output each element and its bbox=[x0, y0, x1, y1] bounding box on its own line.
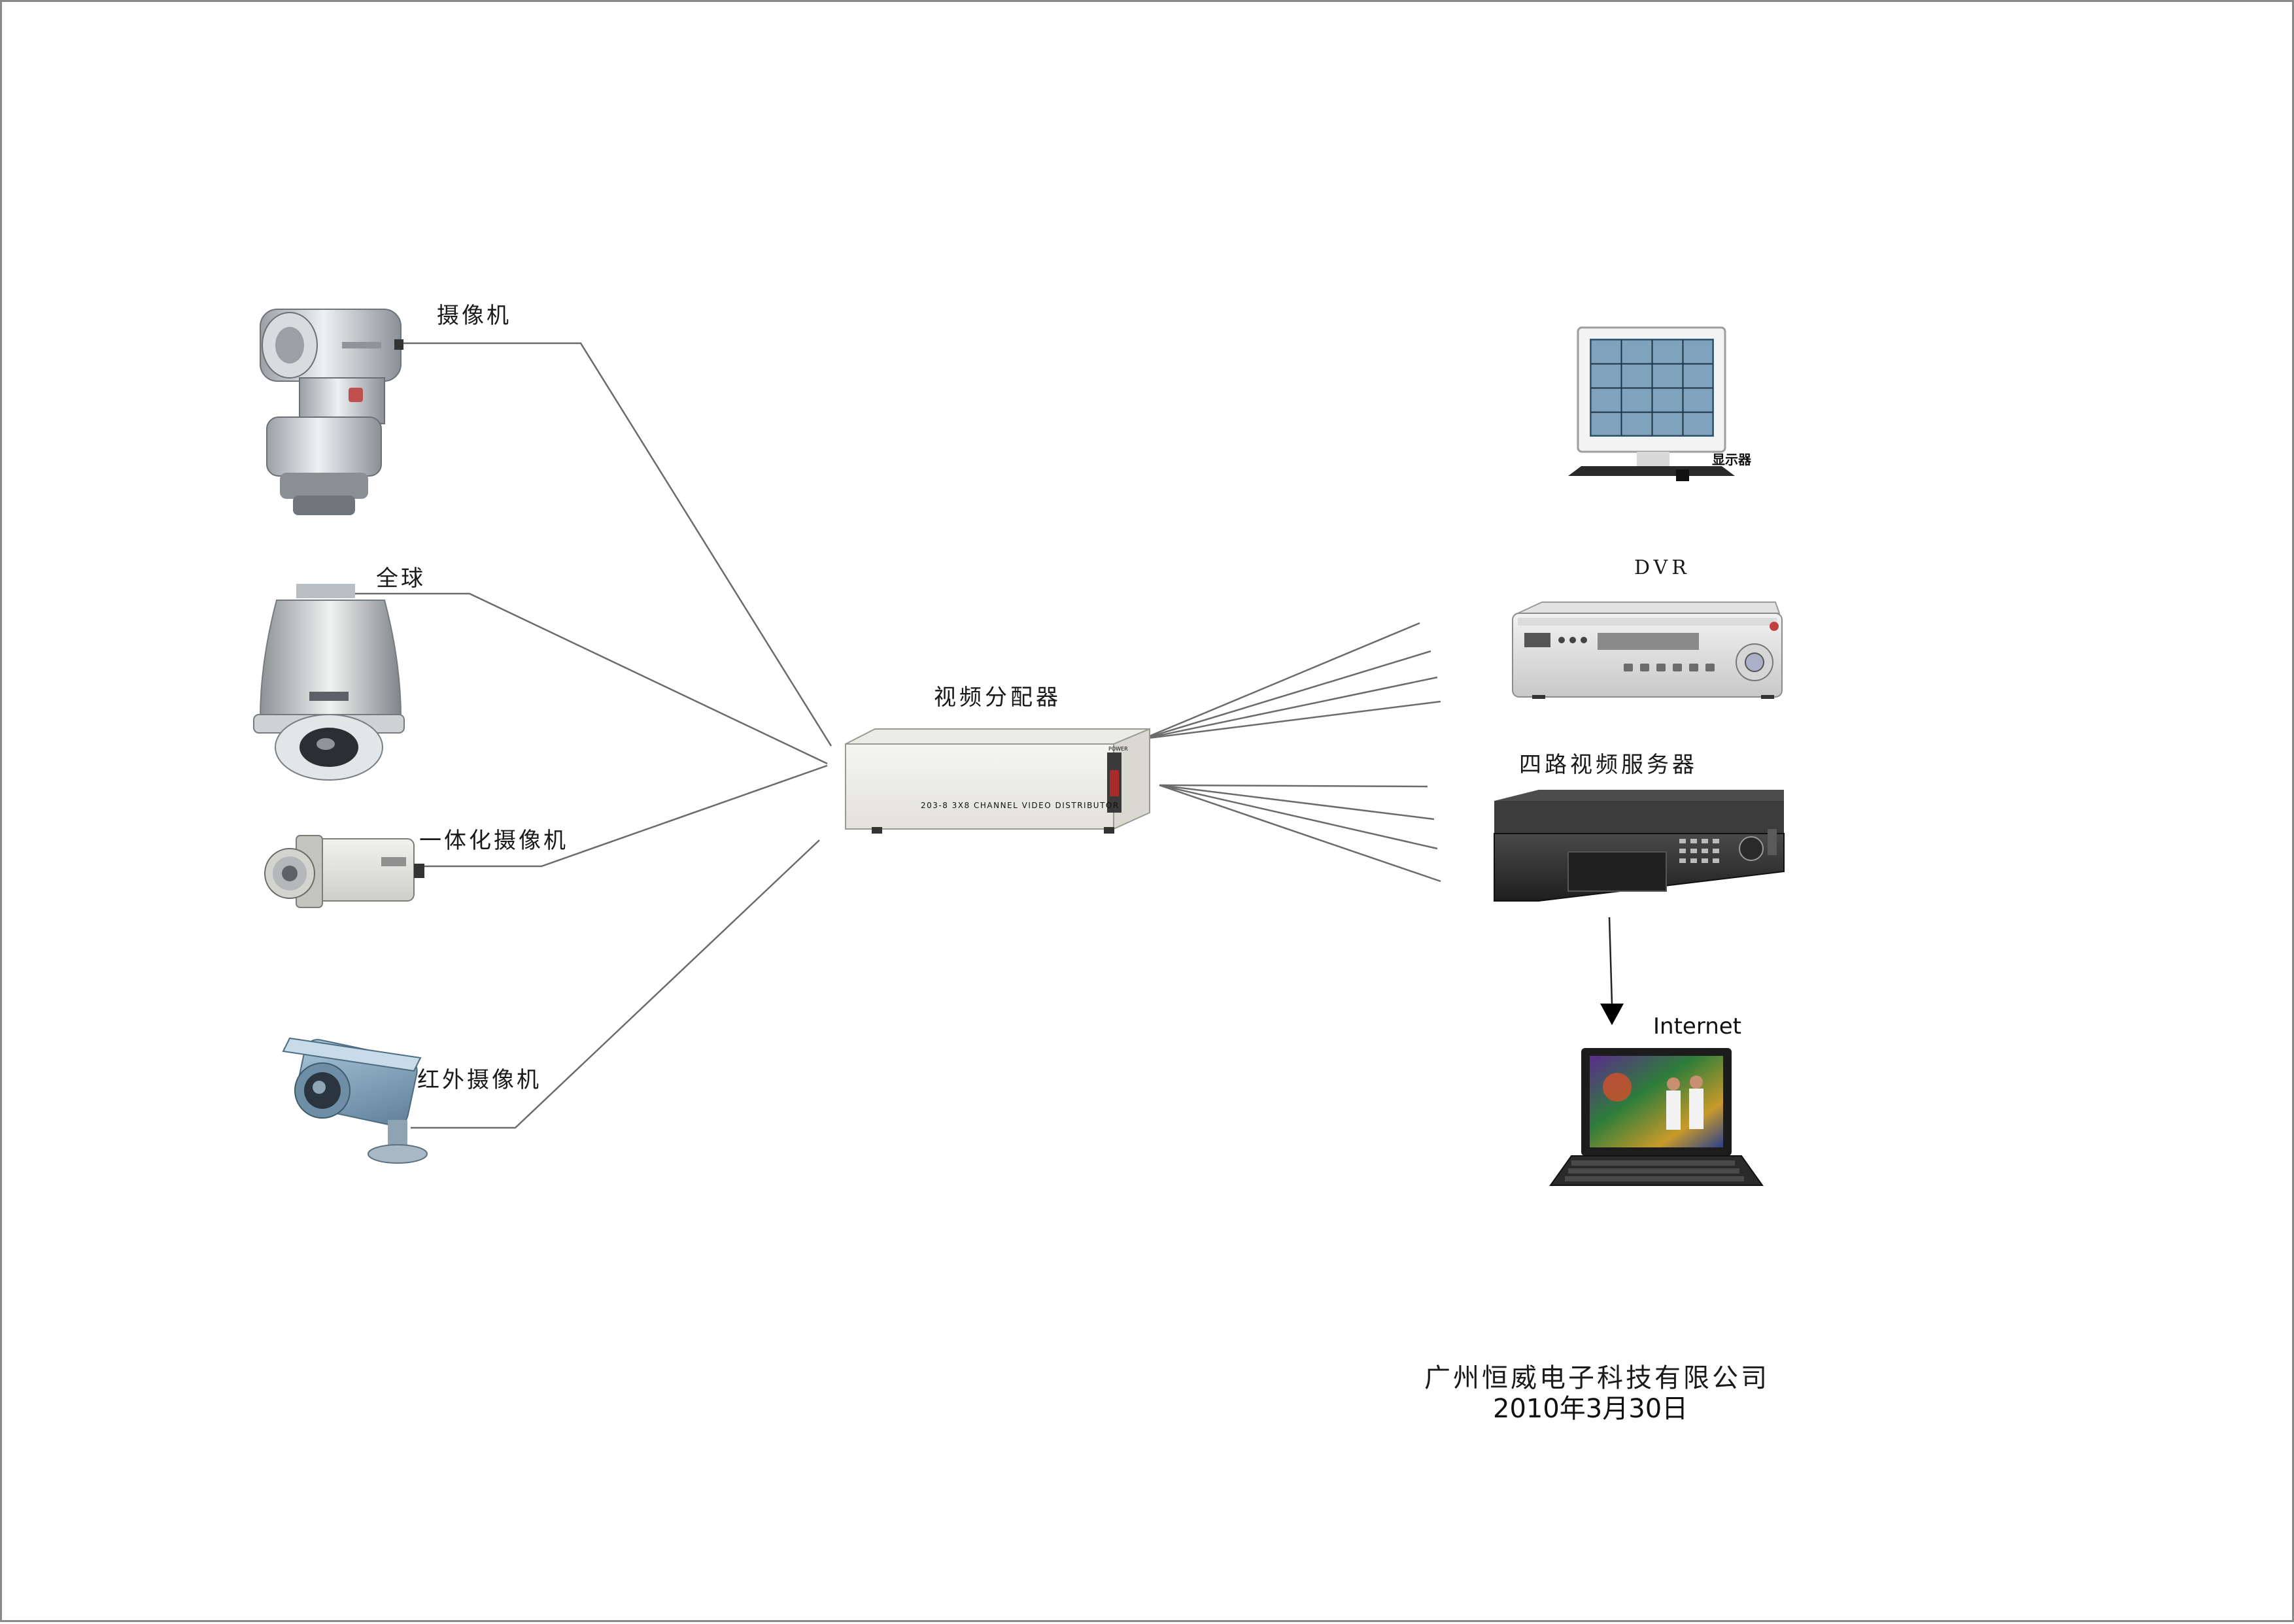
ir-camera-icon bbox=[282, 1037, 428, 1164]
link-server-4 bbox=[1159, 784, 1441, 883]
box-camera-label: 一体化摄像机 bbox=[419, 828, 568, 854]
ptz-camera-label: 摄像机 bbox=[437, 303, 511, 329]
output-connections bbox=[1142, 622, 1441, 883]
internet-arrow bbox=[1600, 917, 1624, 1025]
link-ptz-camera bbox=[401, 342, 832, 747]
dvr-label: DVR bbox=[1634, 556, 1690, 579]
dvr-icon bbox=[1512, 601, 1783, 699]
video-server-label: 四路视频服务器 bbox=[1519, 752, 1698, 778]
link-dvr-1 bbox=[1142, 622, 1420, 740]
input-connections bbox=[342, 342, 832, 1129]
link-dome-camera bbox=[342, 592, 828, 765]
dome-camera-label: 全球 bbox=[376, 566, 426, 592]
box-camera-icon bbox=[264, 835, 424, 908]
distributor-label: 视频分配器 bbox=[934, 685, 1061, 711]
link-dvr-4 bbox=[1142, 700, 1441, 740]
distributor-panel-text: 203-8 3X8 CHANNEL VIDEO DISTRIBUTOR bbox=[921, 801, 1120, 810]
monitor-label: 显示器 bbox=[1712, 452, 1752, 467]
drawing-date: 2010年3月30日 bbox=[1493, 1394, 1688, 1424]
laptop-label: Internet bbox=[1653, 1013, 1741, 1040]
laptop-icon bbox=[1549, 1048, 1764, 1186]
link-ir-camera bbox=[411, 839, 820, 1129]
company-name: 广州恒威电子科技有限公司 bbox=[1424, 1363, 1770, 1393]
ptz-camera-icon bbox=[260, 309, 403, 515]
video-server-icon bbox=[1494, 790, 1785, 902]
distributor-power-tag: POWER bbox=[1108, 746, 1128, 752]
link-dvr-2 bbox=[1142, 650, 1431, 740]
ir-camera-label: 红外摄像机 bbox=[417, 1067, 541, 1093]
dome-camera-icon bbox=[253, 584, 405, 781]
link-dvr-3 bbox=[1142, 676, 1438, 740]
link-server-3 bbox=[1159, 784, 1438, 850]
link-box-camera bbox=[424, 764, 828, 868]
link-server-1 bbox=[1159, 784, 1428, 788]
video-distributor-icon: 203-8 3X8 CHANNEL VIDEO DISTRIBUTOR POWE… bbox=[845, 728, 1150, 834]
monitor-icon bbox=[1568, 326, 1735, 481]
link-server-2 bbox=[1159, 784, 1435, 820]
